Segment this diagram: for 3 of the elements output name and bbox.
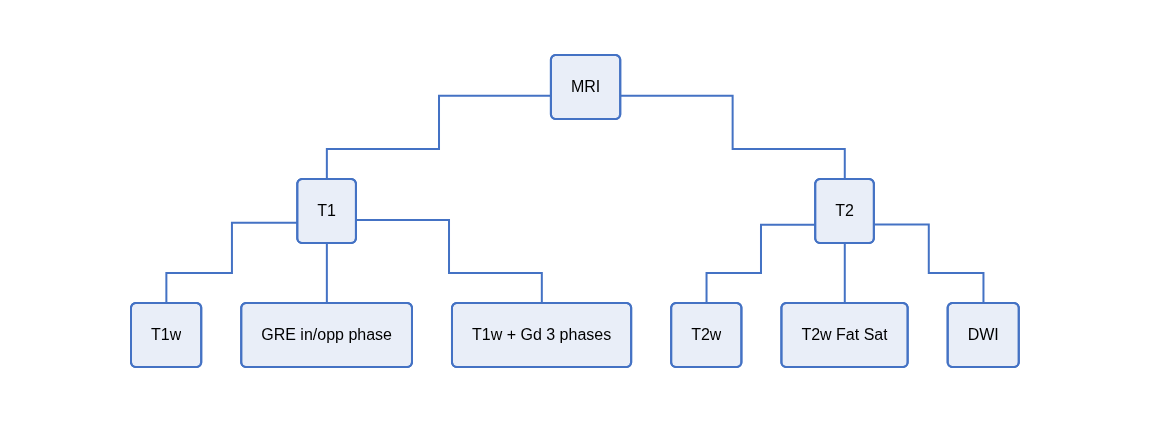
connector xyxy=(325,242,329,305)
connector xyxy=(873,223,985,305)
connector xyxy=(843,242,847,305)
